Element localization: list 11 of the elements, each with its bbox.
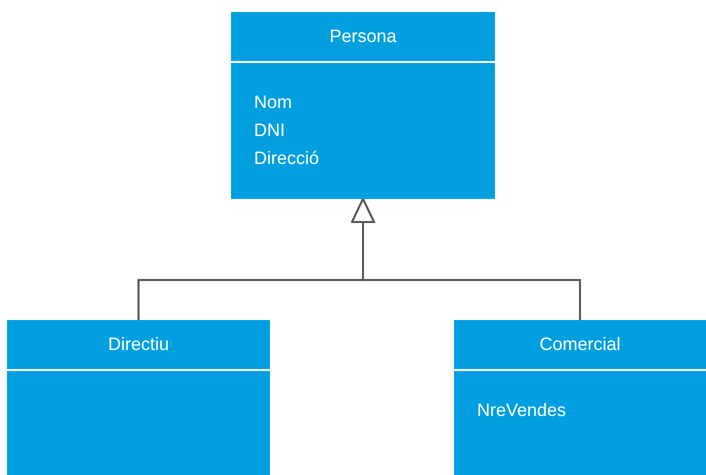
class-box xyxy=(454,320,706,475)
class-box xyxy=(231,12,495,199)
attribute: Direcció xyxy=(254,147,320,169)
class-box xyxy=(7,320,270,475)
inheritance-arrow xyxy=(351,198,581,320)
class-name: Directiu xyxy=(7,320,270,371)
attribute: NreVendes xyxy=(477,399,568,421)
attribute: DNI xyxy=(254,119,286,141)
class-name: Comercial xyxy=(454,320,706,371)
class-name: Persona xyxy=(231,12,495,63)
attribute: Nom xyxy=(254,91,294,113)
